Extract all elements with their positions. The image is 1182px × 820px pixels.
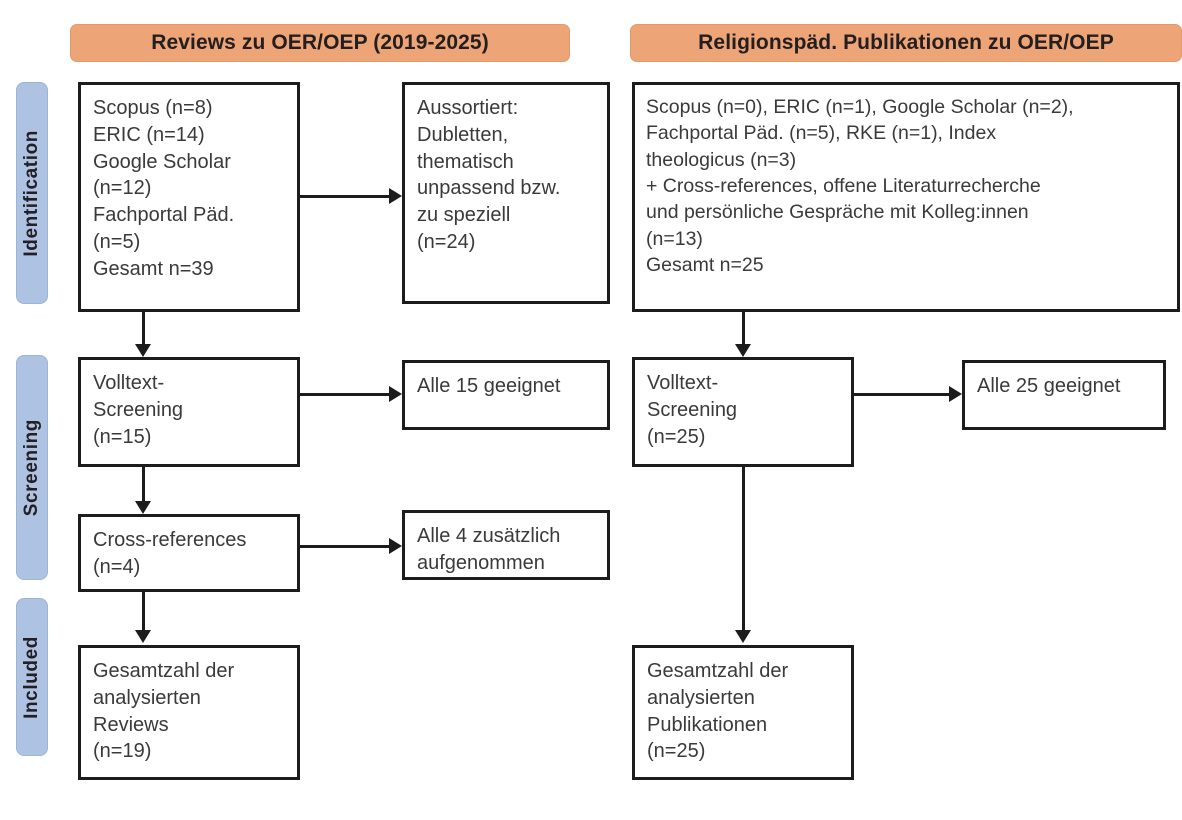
connector-right-screening-to-included (742, 467, 745, 630)
connector-left-screening-to-result (300, 393, 389, 396)
connector-left-crossrefs-to-result (300, 545, 389, 548)
phase-pill-screening: Screening (16, 355, 48, 580)
node-left-identification: Scopus (n=8) ERIC (n=14) Google Scholar … (78, 82, 300, 312)
arrowhead-left-crossrefs-to-result (389, 538, 402, 554)
arrowhead-left-screening-to-result (389, 386, 402, 402)
arrowhead-left-identification-to-excluded (389, 188, 402, 204)
node-left-crossrefs: Cross-references (n=4) (78, 514, 300, 592)
arrowhead-right-screening-to-included (735, 630, 751, 643)
column-header-religionspaed-label: Religionspäd. Publikationen zu OER/OEP (698, 31, 1114, 54)
phase-pill-included: Included (16, 598, 48, 756)
connector-left-identification-to-excluded (300, 195, 389, 198)
node-left-crossrefs-result: Alle 4 zusätzlich aufgenommen (402, 510, 610, 580)
phase-pill-identification: Identification (16, 82, 48, 304)
connector-left-identification-to-screening (142, 312, 145, 344)
column-header-reviews: Reviews zu OER/OEP (2019-2025) (70, 24, 570, 62)
node-left-excluded: Aussortiert: Dubletten, thematisch unpas… (402, 82, 610, 304)
arrowhead-left-identification-to-screening (135, 344, 151, 357)
node-left-screening-result: Alle 15 geeignet (402, 360, 610, 430)
arrowhead-left-crossrefs-to-included (135, 630, 151, 643)
connector-left-crossrefs-to-included (142, 592, 145, 630)
arrowhead-right-identification-to-screening (735, 344, 751, 357)
arrowhead-right-screening-to-result (949, 386, 962, 402)
connector-left-screening-to-crossrefs (142, 467, 145, 501)
column-header-religionspaed: Religionspäd. Publikationen zu OER/OEP (630, 24, 1182, 62)
node-right-screening: Volltext- Screening (n=25) (632, 357, 854, 467)
node-right-screening-result: Alle 25 geeignet (962, 360, 1166, 430)
phase-pill-screening-label: Screening (21, 418, 42, 517)
node-left-included: Gesamtzahl der analysierten Reviews (n=1… (78, 645, 300, 780)
column-header-reviews-label: Reviews zu OER/OEP (2019-2025) (151, 31, 489, 54)
connector-right-screening-to-result (854, 393, 949, 396)
node-right-included: Gesamtzahl der analysierten Publikatione… (632, 645, 854, 780)
node-left-screening: Volltext- Screening (n=15) (78, 357, 300, 467)
connector-right-identification-to-screening (742, 312, 745, 344)
phase-pill-included-label: Included (21, 635, 42, 719)
arrowhead-left-screening-to-crossrefs (135, 501, 151, 514)
phase-pill-identification-label: Identification (21, 129, 42, 257)
node-right-identification: Scopus (n=0), ERIC (n=1), Google Scholar… (632, 82, 1180, 312)
